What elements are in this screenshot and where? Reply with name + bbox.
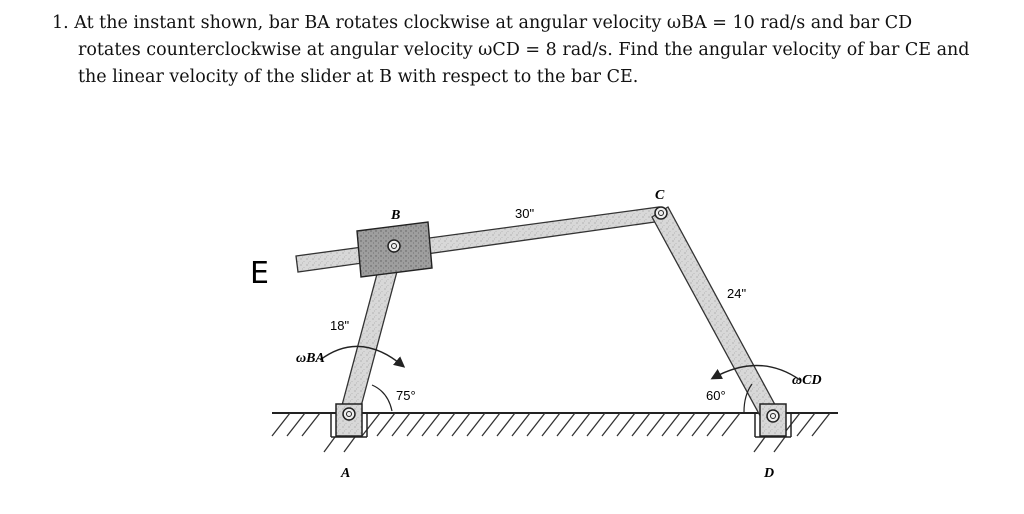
problem-line-1: 1. At the instant shown, bar BA rotates … (52, 13, 913, 33)
angle-arc-d (743, 383, 753, 413)
pin-c (654, 206, 668, 220)
omega-ba-arrow (319, 345, 406, 368)
problem-line-2: rotates counterclockwise at angular velo… (78, 40, 970, 60)
support-d (754, 403, 792, 438)
label-a: A (340, 466, 350, 481)
angle-d-label: 60° (706, 388, 726, 403)
label-b: B (390, 208, 400, 223)
label-d: D (763, 466, 774, 481)
angle-arc-a (371, 384, 393, 412)
label-omega-ba: ωBA (296, 351, 325, 366)
pin-b (387, 239, 401, 253)
omega-cd-arrow (710, 364, 801, 381)
label-omega-cd: ωCD (792, 373, 822, 388)
bar-ce (295, 206, 663, 273)
problem-line-3: the linear velocity of the slider at B w… (78, 67, 639, 87)
label-e: E (250, 256, 269, 291)
angle-a-label: 75° (396, 388, 416, 403)
dimension-ab: 18" (330, 318, 349, 333)
dimension-cd: 24" (727, 286, 746, 301)
dimension-ce: 30" (515, 206, 534, 221)
label-c: C (655, 188, 665, 203)
support-a (330, 403, 368, 438)
problem-statement: 1. At the instant shown, bar BA rotates … (52, 10, 1012, 91)
